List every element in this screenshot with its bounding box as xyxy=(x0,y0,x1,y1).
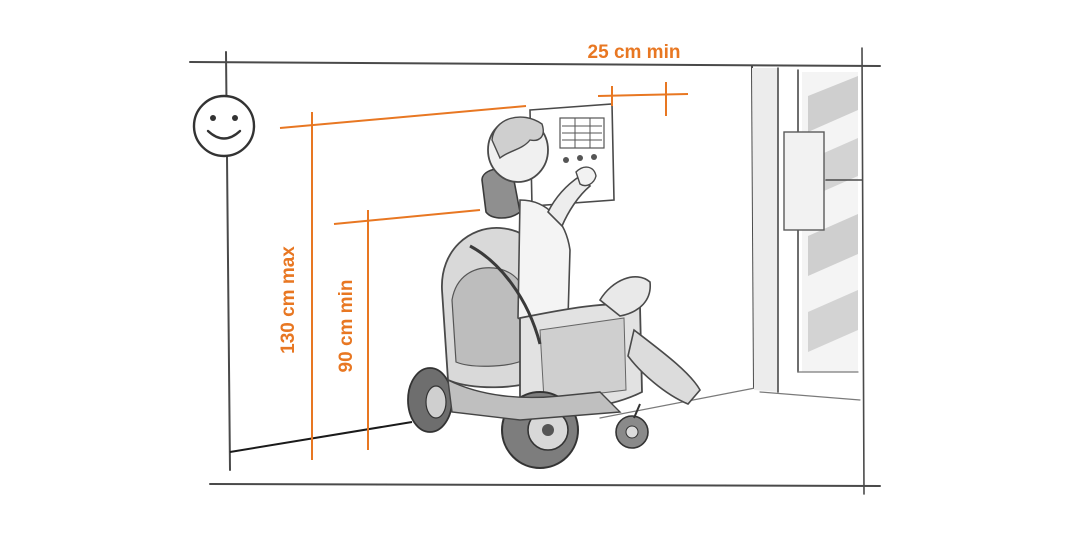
dimension-lines xyxy=(279,82,689,460)
floor-reference-line xyxy=(229,421,413,453)
min-height-top-extension xyxy=(333,209,481,225)
smiley-face-icon xyxy=(192,94,256,158)
wheelchair-user-illustration xyxy=(407,116,701,469)
min-height-label: 90 cm min xyxy=(336,280,357,373)
top-clearance-label: 25 cm min xyxy=(588,42,681,63)
max-height-top-extension xyxy=(279,105,527,129)
max-height-label: 130 cm max xyxy=(278,246,299,354)
door-frame xyxy=(752,67,863,393)
